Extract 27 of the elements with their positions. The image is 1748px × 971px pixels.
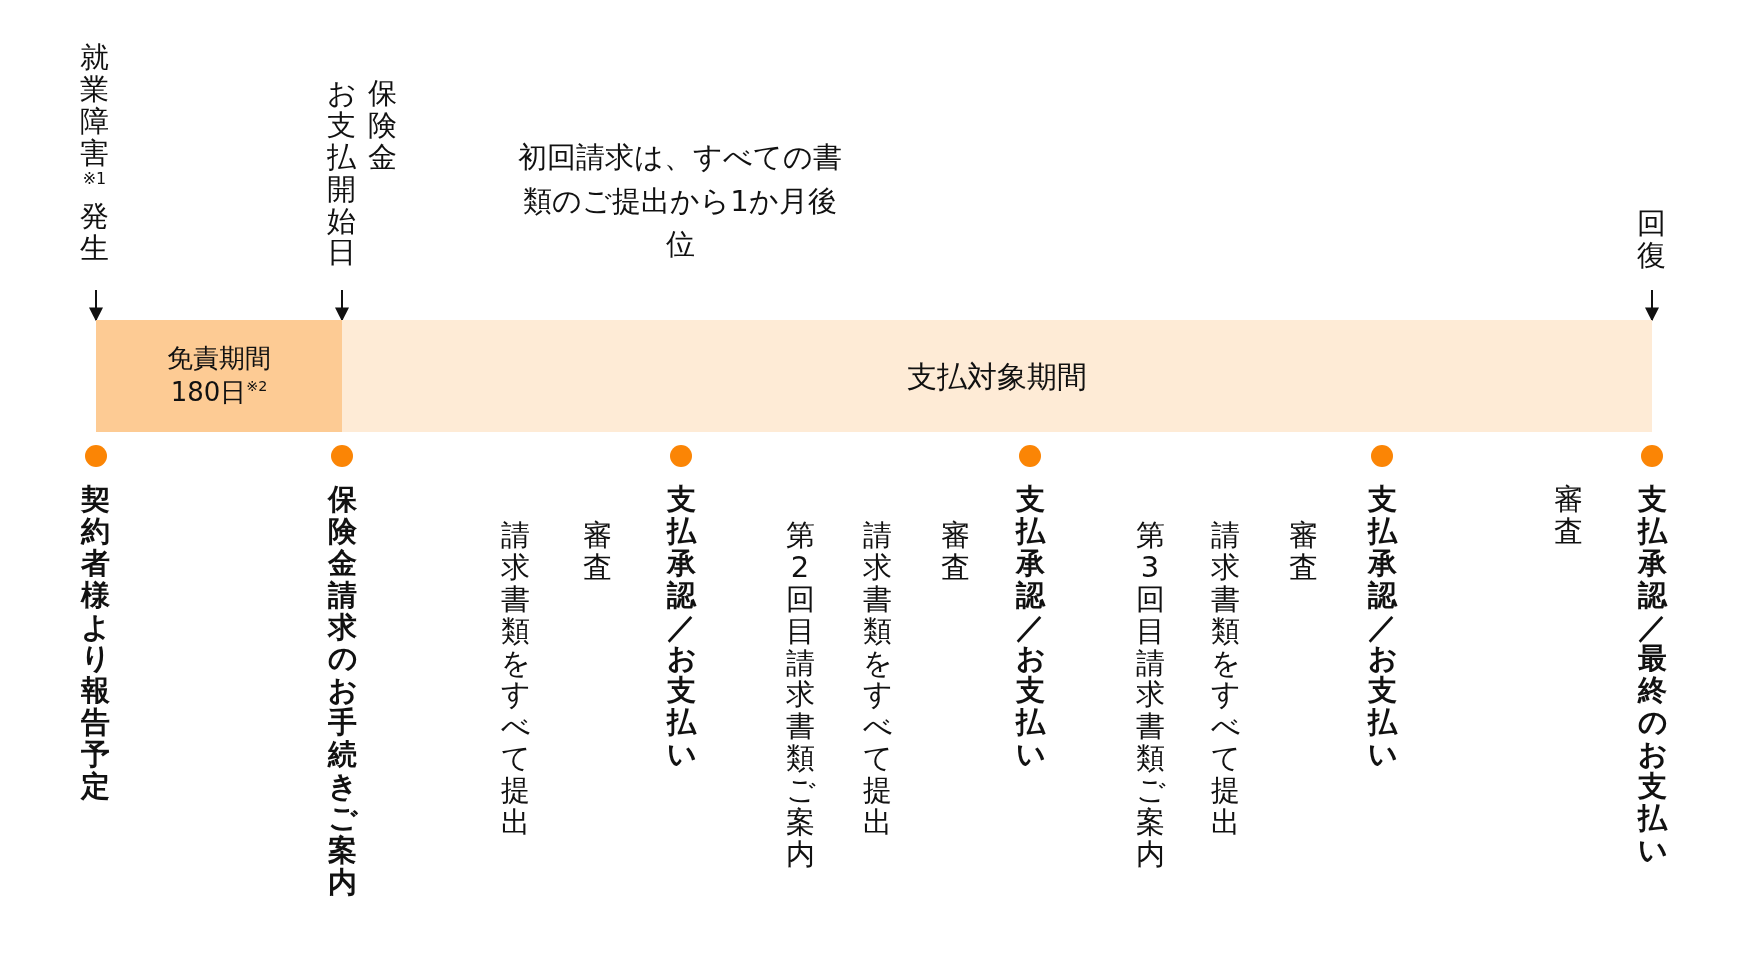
step-text: 支払承認／お支払い: [1367, 484, 1397, 771]
period-band: [342, 320, 1652, 432]
arrow: [89, 289, 103, 322]
arrow: [1645, 289, 1659, 322]
step-text: 審査: [582, 520, 612, 584]
step-text: 審査: [1553, 484, 1583, 548]
step-text: 審査: [940, 520, 970, 584]
period-band: [96, 320, 342, 432]
step-text: 保険金請求のお手続きご案内: [327, 484, 357, 899]
milestone-text: 回復: [1637, 208, 1666, 272]
milestone-text: 保険金: [368, 78, 397, 174]
period-text: 免責期間: [167, 342, 271, 376]
step-text: 審査: [1288, 520, 1318, 584]
period-text: 支払対象期間: [907, 357, 1087, 396]
step-text: 支払承認／お支払い: [666, 484, 696, 771]
step-text: 請求書類をすべて提出: [500, 520, 530, 839]
step-text: 第3回目請求書類ご案内: [1135, 520, 1165, 871]
arrow: [335, 289, 349, 322]
milestone-text: お支払開始日: [327, 78, 356, 270]
step-text: 第2回目請求書類ご案内: [785, 520, 815, 871]
step-text: 支払承認／最終のお支払い: [1637, 484, 1667, 867]
note-text: 初回請求は、すべての書類のご提出から1か月後位: [517, 139, 843, 263]
step-text: 請求書類をすべて提出: [862, 520, 892, 839]
step-text: 契約者様より報告予定: [80, 484, 110, 803]
step-text: 支払承認／お支払い: [1015, 484, 1045, 771]
period-text: 180日$^{※2}$: [170, 376, 268, 409]
step-text: 請求書類をすべて提出: [1210, 520, 1240, 839]
